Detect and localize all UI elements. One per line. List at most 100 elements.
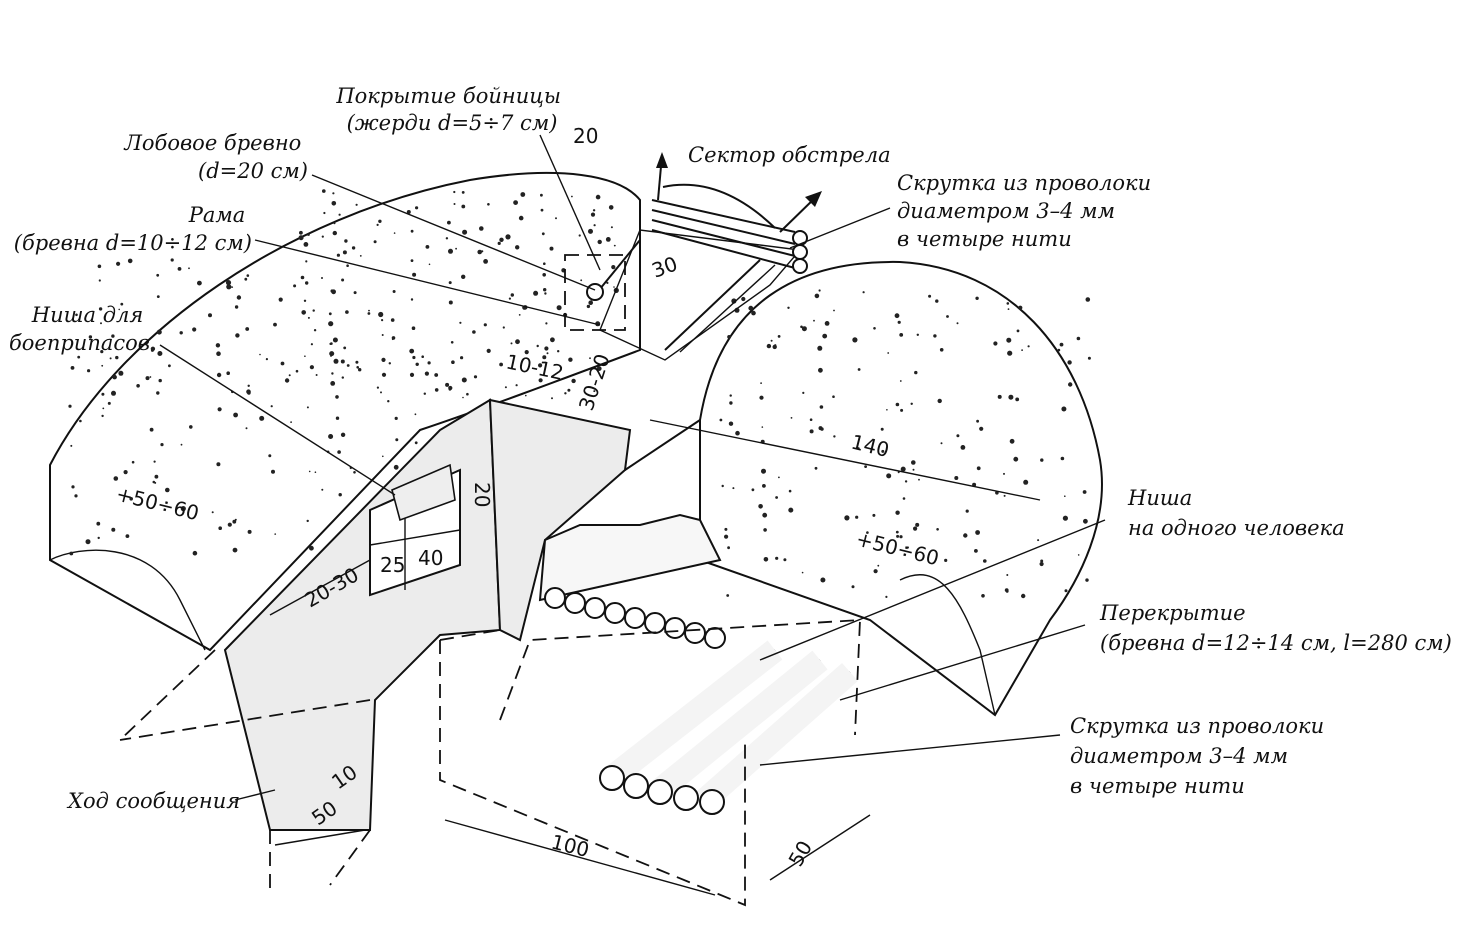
soil-dot	[328, 434, 334, 439]
soil-dot	[545, 322, 548, 325]
soil-dot	[741, 296, 746, 302]
soil-dot	[208, 313, 212, 318]
soil-dot	[330, 381, 336, 386]
dim-100: 100	[549, 830, 592, 863]
soil-dot	[328, 321, 334, 327]
soil-dot	[461, 191, 465, 194]
soil-dot	[179, 331, 183, 335]
soil-dot	[303, 242, 309, 247]
soil-dot	[353, 291, 357, 295]
soil-dot	[872, 513, 876, 517]
soil-dot	[1016, 329, 1020, 333]
soil-dot	[111, 334, 115, 338]
soil-dot	[247, 529, 252, 534]
soil-dot	[724, 534, 729, 539]
soil-dot	[321, 488, 324, 491]
soil-dot	[1013, 456, 1019, 462]
soil-dot	[759, 395, 764, 400]
soil-dot	[225, 280, 232, 286]
soil-dot	[913, 526, 918, 531]
soil-dot	[461, 274, 466, 279]
soil-dot	[775, 496, 778, 499]
soil-dot	[483, 323, 487, 327]
soil-dot	[118, 370, 124, 376]
soil-dot	[462, 229, 468, 235]
leader-communication	[234, 789, 276, 801]
soil-dot	[392, 290, 396, 293]
soil-dot	[544, 292, 547, 295]
soil-dot	[802, 391, 805, 394]
soil-dot	[1083, 518, 1088, 524]
soil-dot	[328, 312, 332, 316]
soil-dot	[236, 295, 242, 300]
soil-dot	[763, 557, 769, 562]
soil-dot	[107, 401, 111, 405]
soil-dot	[373, 240, 377, 244]
soil-dot	[1005, 590, 1009, 593]
soil-dot	[453, 203, 456, 205]
soil-dot	[88, 335, 93, 339]
soil-dot	[844, 515, 850, 521]
soil-dot	[332, 230, 337, 236]
row-log-end	[584, 597, 606, 619]
soil-dot	[412, 272, 417, 277]
soil-dot	[1007, 308, 1010, 310]
label-ammo-niche: Ниша для боеприпасов	[9, 303, 150, 355]
soil-dot	[541, 232, 545, 236]
dim-20-top: 20	[573, 124, 598, 148]
soil-dot	[410, 229, 414, 233]
soil-dot	[520, 192, 526, 197]
soil-dot	[833, 435, 836, 438]
soil-dot	[305, 281, 309, 285]
soil-dot	[1040, 559, 1044, 563]
soil-dot	[462, 396, 464, 399]
soil-dot	[293, 284, 297, 288]
soil-dot	[323, 211, 326, 215]
soil-dot	[732, 487, 735, 490]
soil-dot	[497, 241, 501, 245]
soil-dot	[409, 372, 415, 377]
soil-dot	[983, 559, 987, 563]
soil-dot	[540, 208, 544, 212]
soil-dot	[912, 468, 915, 471]
soil-dot	[390, 318, 395, 322]
soil-dot	[154, 474, 159, 479]
right-parapet	[699, 260, 1103, 717]
fire-sector-left-arrowhead	[656, 152, 668, 168]
soil-dot	[332, 192, 335, 195]
soil-dot	[112, 374, 117, 380]
soil-dot	[197, 280, 202, 286]
soil-dot	[101, 392, 105, 396]
soil-dot	[975, 296, 979, 300]
soil-dot	[232, 519, 237, 524]
soil-dot	[518, 215, 524, 221]
soil-dot	[234, 518, 237, 521]
soil-dot	[1057, 348, 1061, 352]
soil-dot	[391, 336, 396, 340]
soil-dot	[329, 351, 335, 357]
soil-texture	[68, 189, 1091, 599]
soil-dot	[111, 390, 116, 396]
soil-dot	[156, 273, 160, 277]
soil-dot	[597, 239, 602, 245]
soil-dot	[75, 313, 78, 317]
soil-dot	[337, 450, 341, 454]
soil-dot	[936, 528, 939, 531]
roof-bundle	[599, 640, 858, 815]
soil-dot	[170, 258, 174, 262]
soil-dot	[85, 539, 91, 545]
soil-dot	[593, 224, 596, 227]
soil-dot	[308, 470, 311, 473]
dim-20-niche: 20	[470, 482, 494, 507]
soil-dot	[899, 380, 902, 382]
soil-dot	[303, 299, 307, 302]
soil-dot	[976, 419, 979, 423]
soil-dot	[414, 441, 418, 445]
soil-dot	[270, 405, 273, 408]
soil-dot	[97, 264, 102, 269]
soil-dot	[508, 297, 511, 300]
soil-dot	[309, 365, 314, 370]
soil-dot	[822, 333, 828, 339]
soil-dot	[331, 372, 334, 375]
overlap-logs	[544, 587, 858, 815]
